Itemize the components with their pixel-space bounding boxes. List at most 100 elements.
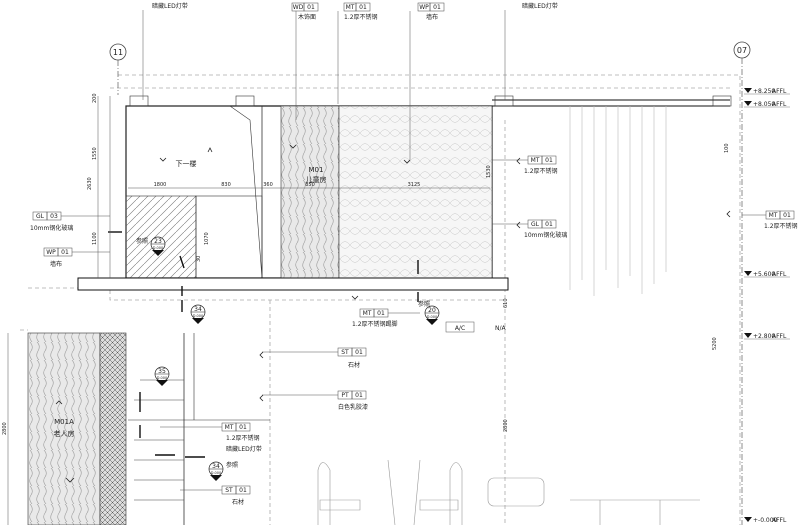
mid-tag-4-desc: 1.2厚不锈钢	[226, 434, 260, 442]
dim-v-1550: 1550	[92, 147, 98, 160]
wd-desc: 木饰面	[298, 13, 316, 21]
dim-v-200: 200	[92, 93, 98, 103]
mid-tag-4-num: 01	[239, 424, 247, 431]
svg-text:34: 34	[212, 463, 220, 470]
stone-panel	[99, 332, 127, 525]
dimensions-left	[7, 96, 490, 525]
right-tag-3-num: 01	[783, 212, 791, 219]
svg-text:34: 34	[194, 306, 202, 313]
dim-h-360: 360	[263, 182, 273, 188]
mid-tag-1-num: 01	[377, 310, 385, 317]
upper-room-code: M01	[309, 166, 324, 174]
mid-tag-2-code: ST	[341, 349, 349, 356]
ac-na-labels: A/C N/A	[445, 321, 507, 333]
level-2-unit: AFFL	[772, 101, 787, 108]
mt-desc: 1.2厚不锈钢	[344, 13, 378, 21]
lower-room	[27, 332, 700, 525]
upper-room	[77, 95, 732, 291]
mid-tag-5-num: 01	[239, 487, 247, 494]
dim-v-30: 30	[196, 256, 202, 262]
mt-code: MT	[346, 4, 355, 11]
dim-lower-right: 2800	[503, 419, 509, 432]
right-tag-2-code: GL	[531, 221, 540, 228]
right-tag-1-desc: 1.2厚不锈钢	[524, 167, 558, 175]
mid-tag-1-code: MT	[363, 310, 372, 317]
room-labels: 下一楼 M01 儿童房 M01A 老人房	[54, 159, 327, 438]
callout-35: 35 D.000	[154, 366, 170, 386]
dim-lower-left: 2800	[2, 422, 8, 435]
wp-num: 01	[433, 4, 441, 11]
dim-v-1100: 1100	[92, 232, 98, 245]
mid-tag-2-desc: 石材	[348, 361, 360, 369]
grid-label-left: 11	[113, 48, 123, 57]
level-1-unit: AFFL	[772, 88, 787, 95]
mid-tag-5-desc: 石材	[232, 498, 244, 506]
level-1-value: +8.250	[753, 88, 775, 95]
svg-text:参照: 参照	[418, 300, 430, 308]
left-tag-1-code: GL	[36, 213, 45, 220]
level-3-value: +5.600	[753, 271, 775, 278]
mid-tag-3-code: PT	[341, 392, 349, 399]
grid-axis-right: 07	[733, 41, 751, 525]
mid-tag-3-desc: 白色乳胶漆	[338, 403, 368, 411]
mid-tag-5-code: ST	[225, 487, 233, 494]
svg-text:参照: 参照	[136, 237, 148, 245]
dim-h-3125: 3125	[408, 182, 421, 188]
mt-num: 01	[359, 4, 367, 11]
callout-20: 参照 20 D.000	[418, 300, 440, 325]
section-cuts	[108, 231, 419, 458]
svg-text:20: 20	[428, 307, 436, 314]
level-4-unit: AFFL	[772, 333, 787, 340]
left-tag-1-desc: 10mm钢化玻璃	[30, 224, 73, 232]
stair-label: 下一楼	[176, 159, 197, 168]
wd-num: 01	[307, 4, 315, 11]
callout-34a: 34 D.000	[190, 304, 206, 324]
dim-v-1070: 1070	[204, 232, 210, 245]
top-tags: 暗藏LED灯带 WD 01 木饰面 MT 01 1.2厚不锈钢 WP 01 墙布…	[142, 2, 558, 160]
left-tag-2-code: WP	[46, 249, 56, 256]
svg-text:D.000: D.000	[153, 246, 164, 250]
grid-axis-left: 11	[109, 43, 127, 95]
dim-v-5200: 5200	[712, 337, 718, 350]
right-tag-2-desc: 10mm钢化玻璃	[524, 231, 567, 239]
svg-text:D.000: D.000	[211, 471, 222, 475]
dim-v-2630: 2630	[87, 177, 93, 190]
dim-h-1800: 1800	[154, 182, 167, 188]
pendant-strings	[569, 106, 667, 296]
svg-text:23: 23	[154, 238, 162, 245]
glass-panel	[125, 195, 197, 279]
left-tags: GL 03 10mm钢化玻璃 WP 01 墙布	[30, 211, 110, 268]
level-3-unit: AFFL	[772, 271, 787, 278]
right-tag-3-code: MT	[769, 212, 778, 219]
ac-label: A/C	[455, 325, 465, 332]
callouts: 参照 23 D.000 34 D.000 参照 20 D.000 35 D.0	[136, 236, 440, 481]
hidden-led-label: 暗藏LED灯带	[226, 445, 262, 453]
level-5-unit: AFFL	[772, 517, 787, 524]
furniture-sketch	[317, 459, 700, 525]
lower-room-name: 老人房	[54, 429, 75, 438]
callout-23: 参照 23 D.000	[136, 236, 166, 256]
wp-code: WP	[419, 4, 429, 11]
dim-v-1530: 1530	[486, 165, 492, 178]
led-strip-right-label: 暗藏LED灯带	[522, 2, 558, 10]
chevron-marks	[55, 144, 731, 483]
svg-text:D.000: D.000	[193, 314, 204, 318]
svg-text:D.000: D.000	[427, 315, 438, 319]
svg-text:参照: 参照	[226, 461, 238, 469]
dim-h-850: 850	[305, 182, 315, 188]
wallcloth-panel-upper	[338, 105, 493, 279]
dim-v-610: 610	[503, 298, 509, 308]
mid-tag-2-num: 01	[355, 349, 363, 356]
led-strip-left-label: 暗藏LED灯带	[152, 2, 188, 10]
mid-tag-4-code: MT	[225, 424, 234, 431]
mid-tag-3-num: 01	[355, 392, 363, 399]
mid-tags: MT 01 1.2厚不锈钢踢脚 ST 01 石材 PT 01 白色乳胶漆 MT …	[160, 308, 420, 506]
left-tag-2-num: 01	[61, 249, 69, 256]
svg-text:35: 35	[158, 368, 166, 375]
right-tag-1-num: 01	[545, 157, 553, 164]
grid-label-right: 07	[737, 46, 747, 55]
left-tag-2-desc: 墙布	[50, 260, 62, 268]
wood-panel-upper	[280, 105, 340, 279]
dashed-outline	[20, 74, 741, 525]
